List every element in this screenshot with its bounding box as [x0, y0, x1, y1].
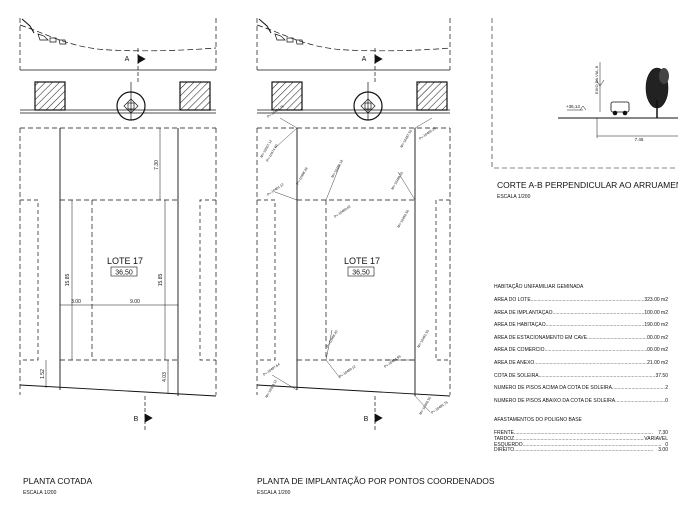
right-plan	[256, 18, 451, 430]
row-leader: ........................................…	[514, 435, 645, 442]
row-leader: ........................................…	[552, 309, 645, 316]
row-label: TARDOZ	[494, 435, 515, 442]
section-drawing	[491, 18, 678, 169]
row-leader: ........................................…	[538, 372, 656, 379]
lot-name-left: LOTE 17	[107, 256, 143, 266]
coord-10: M=-10489.50	[390, 171, 404, 190]
section-width-dim: 7.45	[635, 137, 644, 142]
row-leader: ........................................…	[615, 397, 666, 404]
table-row: ÁREA DE HABITAÇÃO.......................…	[494, 322, 668, 335]
left-plan-title: PLANTA COTADA	[23, 476, 93, 486]
table-row: NUMERO DE PISOS ACIMA DA COTA DE SOLEIRA…	[494, 385, 668, 398]
row-value: 00.00 m2	[647, 347, 668, 354]
row-label: ÁREA DO LOTE	[494, 297, 531, 303]
table-row: ESQUERDO................................…	[494, 442, 668, 448]
row-label: ÁREA DE IMPLANTAÇÃO	[494, 309, 553, 316]
table-row: DIREITO.................................…	[494, 447, 668, 453]
table-row: ÁREA DE COMÉRCIO........................…	[494, 347, 668, 360]
row-leader: ........................................…	[522, 441, 662, 448]
section-marker-b-left: B	[134, 416, 139, 423]
table-row: ÁREA DE IMPLANTAÇÃO.....................…	[494, 310, 668, 323]
row-value: 2	[665, 385, 668, 392]
row-label: DIREITO	[494, 447, 515, 454]
coord-14: M=-10491.50	[416, 329, 430, 348]
row-leader: ........................................…	[544, 347, 648, 354]
setbacks-table: FRENTE..................................…	[494, 430, 668, 453]
section-marker-a: A	[125, 56, 130, 63]
row-value: 190.00 m2	[644, 322, 668, 329]
row-value: VARIAVEL	[644, 435, 668, 442]
table-row: ÁREA DE ESTACIONAMENTO EM CAVE..........…	[494, 335, 668, 348]
area-table: ÁREA DO LOTE............................…	[494, 297, 668, 410]
row-leader: ........................................…	[530, 297, 645, 303]
row-value: 21.00 m2	[647, 359, 668, 366]
coord-5: M=-10487.50	[399, 129, 413, 148]
dim-width: 9.00	[130, 299, 140, 305]
section-title: CORTE A-B PERPENDICULAR AO ARRUAMENTO	[497, 180, 678, 190]
row-label: NUMERO DE PISOS ACIMA DA COTA DE SOLEIRA	[494, 385, 612, 392]
left-plan	[19, 18, 217, 430]
right-plan-scale: ESCALA 1/200	[257, 490, 291, 496]
section-marker-b-right: B	[364, 416, 369, 423]
row-value: 0	[665, 397, 668, 404]
section-vertical-label: EIXO DA VIA, 8	[594, 65, 599, 94]
table-heading: HABITAÇÃO UNIFAMILIAR GEMINADA	[494, 284, 584, 290]
row-label: ESQUERDO	[494, 441, 523, 448]
row-value: 323.00 m2	[644, 297, 668, 303]
row-leader: ........................................…	[587, 334, 647, 341]
row-leader: ........................................…	[612, 385, 665, 392]
row-label: ÁREA DE ESTACIONAMENTO EM CAVE	[494, 334, 588, 341]
coord-13: P=-10484.55	[383, 354, 401, 369]
dim-bottom-left: 1.52	[40, 369, 46, 379]
row-value: 37.50	[655, 372, 668, 379]
row-label: ÁREA DE HABITAÇÃO	[494, 322, 546, 329]
table-row: NUMERO DE PISOS ABAIXO DA COTA DE SOLEIR…	[494, 398, 668, 411]
table-row: TARDOZ..................................…	[494, 436, 668, 442]
table-row: FRENTE..................................…	[494, 430, 668, 436]
row-label: ÁREA DE ANEXO	[494, 359, 535, 366]
row-value: 00.00 m2	[647, 334, 668, 341]
table-row: ÁREA DO LOTE............................…	[494, 297, 668, 310]
dim-bottom-right: 4.03	[162, 372, 168, 382]
table-row: ÁREA DE ANEXO...........................…	[494, 360, 668, 373]
row-label: FRENTE	[494, 430, 514, 436]
section-scale: ESCALA 1/200	[497, 194, 531, 200]
dim-right-vertical: 15.85	[158, 274, 164, 287]
table-row: COTA DE SOLEIRA.........................…	[494, 373, 668, 386]
row-leader: ........................................…	[534, 359, 647, 366]
row-label: ÁREA DE COMÉRCIO	[494, 347, 545, 354]
right-plan-title: PLANTA DE IMPLANTAÇÃO POR PONTOS COORDEN…	[257, 476, 495, 486]
coord-16: M=-10503.12	[264, 379, 278, 398]
dim-top-right: 7.30	[154, 160, 160, 170]
coord-4: P=-10485.25	[418, 126, 436, 141]
dim-left-offset: 3.00	[71, 299, 81, 305]
coord-12: P=-10488.40	[325, 330, 338, 349]
lot-level-right: 36,50	[352, 270, 370, 277]
section-marker-a-right: A	[362, 56, 367, 63]
row-value: 7.30	[658, 430, 668, 436]
section-level: +36,14	[566, 104, 580, 109]
coord-19: P=-10493.75	[430, 400, 448, 415]
row-label: COTA DE SOLEIRA	[494, 372, 539, 379]
row-leader: ........................................…	[545, 322, 645, 329]
coord-9: P=-10480.82	[333, 204, 351, 219]
row-value: 100.00 m2	[644, 309, 668, 316]
row-leader: ........................................…	[514, 447, 654, 454]
coord-15: P=-10489.12	[338, 364, 356, 379]
row-leader: ........................................…	[514, 430, 653, 436]
coord-17: P=-10497.64	[262, 362, 280, 377]
setbacks-heading: AFASTAMENTOS DO POLIGNO BASE	[494, 417, 582, 423]
lot-level-left: 36,50	[115, 270, 133, 277]
left-plan-scale: ESCALA 1/200	[23, 490, 57, 496]
dim-left-vertical: 15.85	[65, 274, 71, 287]
row-value: 3.00	[658, 447, 668, 454]
row-label: NUMERO DE PISOS ABAIXO DA COTA DE SOLEIR…	[494, 397, 616, 404]
coord-11: M=-10492.56	[396, 209, 410, 228]
lot-name-right: LOTE 17	[344, 256, 380, 266]
coord-8: M=-10486.18	[330, 159, 344, 178]
row-value: 0	[665, 441, 668, 448]
